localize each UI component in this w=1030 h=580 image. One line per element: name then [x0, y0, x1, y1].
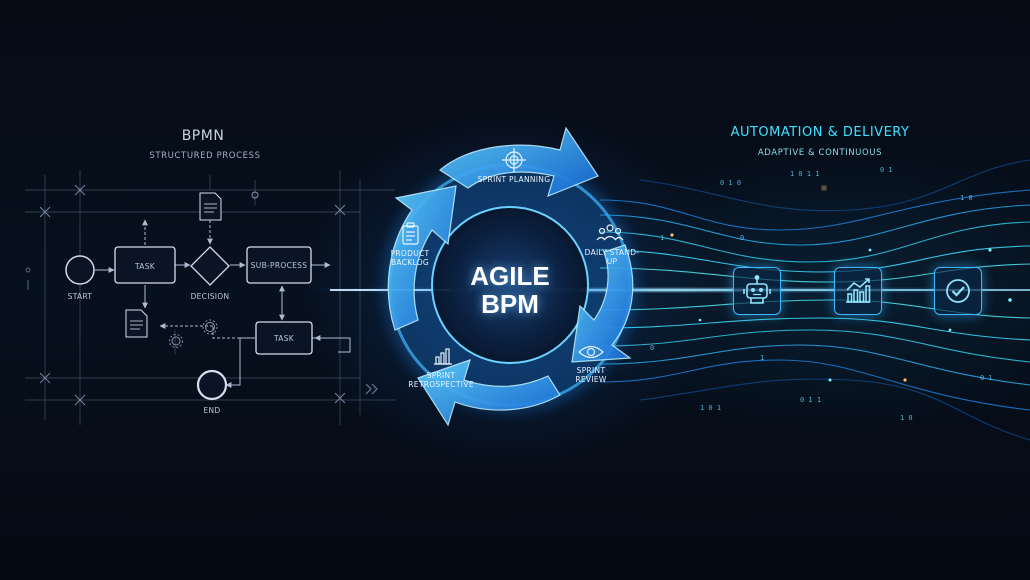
document-icon: [199, 192, 222, 221]
cycle-arrow-top: [438, 126, 599, 198]
decision-gateway: [190, 246, 230, 286]
checkmark-icon: [934, 267, 982, 315]
cycle-arrow-bottom: [417, 359, 561, 427]
agile-bpm-title: AGILE BPM: [450, 262, 570, 318]
bpm-line: BPM: [481, 289, 539, 319]
eye-icon: [578, 345, 604, 359]
svg-text:1: 1: [660, 234, 664, 242]
start-event: [65, 255, 95, 285]
end-label: END: [203, 406, 221, 415]
task-label: TASK: [134, 262, 156, 271]
bpmn-title: BPMN: [181, 128, 225, 144]
robot-icon: [733, 267, 781, 315]
stage-daily-standup: DAILY STAND-UP: [584, 248, 640, 266]
subprocess-box: [246, 246, 312, 284]
svg-text:0 1: 0 1: [980, 374, 993, 382]
target-icon: [502, 148, 526, 172]
automation-title: AUTOMATION & DELIVERY: [730, 125, 910, 140]
decision-label: DECISION: [190, 292, 230, 301]
stage-product-backlog: PRODUCT BACKLOG: [390, 249, 430, 267]
svg-text:1 0: 1 0: [960, 194, 973, 202]
svg-text:0: 0: [650, 344, 654, 352]
bpmn-subtitle: STRUCTURED PROCESS: [149, 151, 261, 161]
svg-text:0 1: 0 1: [880, 166, 893, 174]
svg-text:1 0 1 1: 1 0 1 1: [790, 170, 820, 178]
task-box-2: [255, 321, 313, 355]
task-label: TASK: [273, 334, 295, 343]
cycle-arrow-left: [387, 185, 457, 331]
svg-text:0 1 0: 0 1 0: [720, 179, 741, 187]
stage-sprint-review: SPRINT REVIEW: [575, 366, 607, 384]
bar-chart-icon: [434, 348, 452, 365]
svg-text:0 1 1: 0 1 1: [800, 396, 821, 404]
start-label: START: [67, 292, 93, 301]
svg-text:1: 1: [760, 354, 764, 362]
agile-line: AGILE: [470, 261, 550, 291]
task-box-1: [114, 246, 176, 284]
end-event: [196, 369, 228, 401]
svg-text:1 0 1: 1 0 1: [700, 404, 721, 412]
automation-subtitle: ADAPTIVE & CONTINUOUS: [757, 148, 883, 158]
cycle-core: [431, 206, 589, 364]
svg-text:0: 0: [740, 234, 744, 242]
stage-sprint-planning: SPRINT PLANNING: [477, 175, 551, 184]
team-icon: [596, 224, 624, 241]
cycle-arrow-right: [571, 244, 634, 363]
chart-growth-icon: [834, 267, 882, 315]
svg-text:1 0: 1 0: [900, 414, 913, 422]
document-icon: [125, 309, 148, 338]
clipboard-icon: [402, 222, 419, 245]
stage-sprint-retrospective: SPRINT RETROSPECTIVE: [408, 371, 474, 389]
subprocess-label: SUB-PROCESS: [250, 261, 308, 270]
